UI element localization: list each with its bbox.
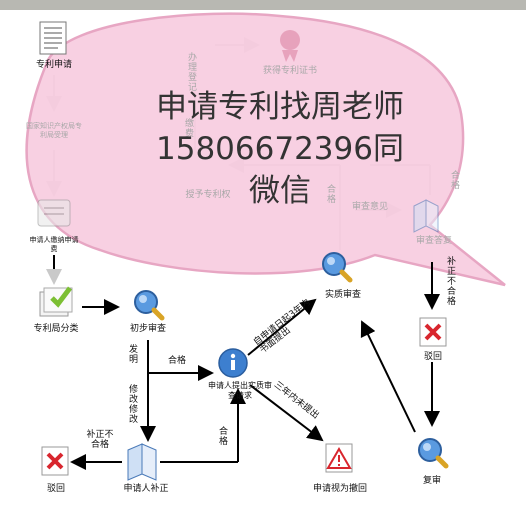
edge-qualified-4: 合格: [325, 184, 335, 204]
edge-qualified-2: 合格: [217, 426, 227, 446]
overlay-line-3: 微信: [249, 173, 311, 209]
bubble-overlay-text: 申请专利找周老师 15806672396同 微信: [120, 86, 440, 212]
edge-invention: 发明: [127, 344, 137, 364]
magnifier-icon-substantive: [322, 252, 353, 283]
warning-icon: [325, 443, 353, 473]
magnifier-icon-prelim: [134, 290, 165, 321]
node-deemed-withdrawn: 申请视为撤回: [312, 484, 368, 494]
book-icon-reply: [413, 199, 439, 233]
edge-pay-fee: 缴费: [183, 118, 193, 138]
overlay-line-1: 申请专利找周老师: [156, 89, 404, 125]
node-exam-reply: 审查答复: [415, 236, 453, 246]
fee-form-icon: [37, 199, 71, 227]
node-office-accept: 国家知识产权局专利局受理: [26, 122, 82, 139]
node-classify: 专利局分类: [33, 324, 79, 334]
node-supplement: 申请人补正: [123, 484, 169, 494]
node-reject-right: 驳回: [423, 352, 443, 362]
node-patent-apply: 专利申请: [35, 60, 73, 70]
node-grant-patent: 授予专利权: [185, 190, 231, 200]
overlay-line-2: 15806672396同: [156, 131, 404, 167]
main-arrows: [46, 255, 440, 470]
magnifier-icon-reexam: [418, 438, 449, 469]
node-get-certificate: 获得专利证书: [262, 66, 318, 76]
edge-qualified-1: 合格: [168, 356, 187, 366]
node-reject-left: 驳回: [46, 484, 66, 494]
reject-icon-left: [41, 446, 69, 476]
info-icon: [218, 348, 248, 378]
edge-process-reg: 办理登记: [186, 52, 196, 92]
edge-supplement-fail: 补正不合格: [86, 430, 114, 450]
edge-modify: 修改修改: [127, 384, 137, 424]
document-icon: [39, 21, 67, 55]
node-substantive-exam: 实质审查: [324, 290, 362, 300]
node-pay-fee: 申请人缴纳申请费: [29, 236, 79, 253]
edge-fail-right: 补正不合格: [445, 256, 455, 306]
node-re-exam: 复审: [422, 476, 442, 486]
node-request-substantive: 申请人提出实质审查请求: [208, 381, 272, 400]
node-prelim-exam: 初步审查: [129, 324, 167, 334]
classify-icon: [39, 286, 73, 317]
edge-exam-opinion: 审查意见: [351, 202, 389, 212]
certificate-icon: [280, 30, 300, 62]
edge-qualified-3: 合格: [449, 170, 459, 190]
top-title-bar: [0, 0, 526, 10]
reject-icon-right: [419, 317, 447, 347]
speech-bubble: [25, 12, 506, 287]
book-icon-supplement: [127, 443, 157, 481]
